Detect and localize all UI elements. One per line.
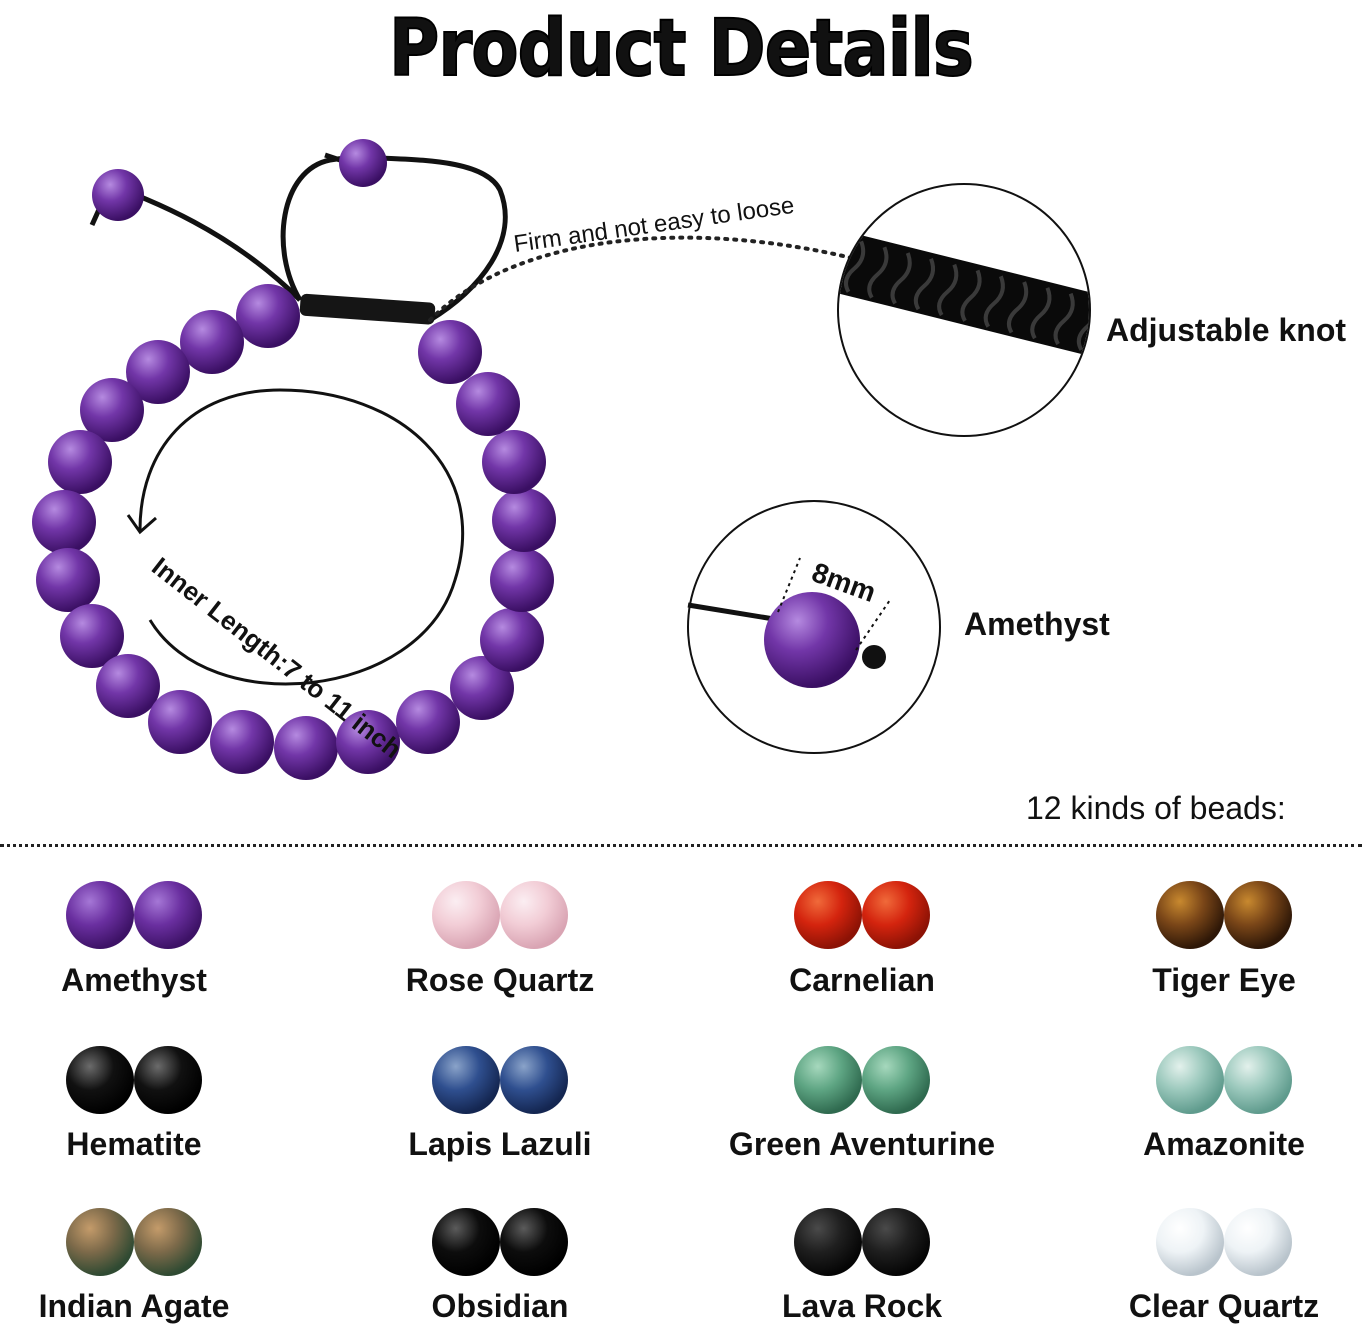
inner-length-arrow: [138, 388, 465, 686]
bead-name-label: Tiger Eye: [1152, 962, 1296, 998]
dotted-divider: [0, 844, 1362, 847]
bracelet-bead: [48, 430, 112, 494]
bracelet-bead: [36, 548, 100, 612]
bead-sample: [134, 1046, 202, 1114]
bead-sample: [432, 1208, 500, 1276]
bracelet-bead: [274, 716, 338, 780]
knot-loop: [1076, 298, 1089, 351]
cord: [324, 152, 341, 163]
bead-sample: [794, 881, 862, 949]
bracelet-bead: [450, 656, 514, 720]
bead-detail: [764, 592, 860, 688]
knot-loop: [867, 246, 889, 299]
bead-name-label: Lava Rock: [781, 1288, 943, 1324]
bracelet-bead: [126, 340, 190, 404]
dotted-connector: [428, 235, 862, 322]
arrow-head: [126, 514, 157, 535]
bracelet-bead: [418, 320, 482, 384]
bead-sample: [1224, 1046, 1292, 1114]
bracelet-bead: [180, 310, 244, 374]
bracelet-bead: [148, 690, 212, 754]
adjustable-knot-label: Adjustable knot: [1106, 312, 1347, 348]
knot-loop: [843, 240, 866, 293]
bracelet-bead: [80, 378, 144, 442]
bead-sample: [66, 1046, 134, 1114]
bead-name-label: Indian Agate: [38, 1288, 230, 1324]
page-title: Product Details: [388, 3, 975, 95]
bracelet-bead: [32, 490, 96, 554]
bracelet-bead: [492, 488, 556, 552]
bead-sample: [862, 1046, 930, 1114]
bracelet-bead: [490, 548, 554, 612]
bead-grid: [66, 881, 1292, 1276]
bracelet-illustration: Inner Length:7 to 11 inch Firm and not e…: [32, 139, 1091, 780]
bead-sample: [862, 1208, 930, 1276]
bead-name-label: Amethyst: [61, 962, 207, 998]
bracelet-bead: [336, 710, 400, 774]
sliding-knot: [299, 293, 436, 325]
bracelet-bead: [60, 604, 124, 668]
bracelet-bead: [456, 372, 520, 436]
bracelet-beads: [32, 284, 556, 780]
bead-name-label: Obsidian: [431, 1288, 569, 1324]
bracelet-bead: [396, 690, 460, 754]
bead-sample: [794, 1046, 862, 1114]
kinds-heading: 12 kinds of beads:: [1026, 790, 1286, 826]
bead-sample: [1156, 1046, 1224, 1114]
knot-loop: [960, 269, 982, 322]
knot-loop: [890, 252, 912, 305]
bracelet-bead: [236, 284, 300, 348]
bead-name-label: Hematite: [66, 1126, 202, 1162]
bead-name-label: Lapis Lazuli: [408, 1126, 592, 1162]
bead-sample: [1156, 1208, 1224, 1276]
bead-name-label: Amazonite: [1143, 1126, 1305, 1162]
bracelet-bead: [210, 710, 274, 774]
end-bead: [92, 169, 144, 221]
cord: [379, 155, 508, 323]
bead-sample: [134, 881, 202, 949]
bead-sample: [66, 881, 134, 949]
bead-sample: [862, 881, 930, 949]
knot-loop: [1030, 287, 1052, 340]
bead-sample: [500, 1046, 568, 1114]
knot-loop: [913, 258, 935, 311]
bracelet-bead: [482, 430, 546, 494]
bead-sample: [432, 881, 500, 949]
knot-loop: [1006, 281, 1029, 334]
bead-sample: [794, 1208, 862, 1276]
bead-sample: [432, 1046, 500, 1114]
bead-sample: [1224, 1208, 1292, 1276]
knot-loop: [983, 275, 1005, 328]
bead-sample: [500, 881, 568, 949]
bead-name-label: Green Aventurine: [728, 1126, 996, 1162]
bead-sample: [66, 1208, 134, 1276]
material-label: Amethyst: [964, 606, 1110, 642]
bead-sample: [1156, 881, 1224, 949]
bead-name-label: Carnelian: [789, 962, 935, 998]
bracelet-bead: [480, 608, 544, 672]
bead-sample: [1224, 881, 1292, 949]
bracelet-bead: [96, 654, 160, 718]
knot-loop: [1053, 292, 1075, 346]
knot-loop: [937, 263, 959, 317]
bead-name-label: Rose Quartz: [405, 962, 595, 998]
bead-sample: [134, 1208, 202, 1276]
bead-name-label: Clear Quartz: [1128, 1288, 1320, 1324]
firm-label: Firm and not easy to loose: [512, 192, 796, 258]
bead-sample: [500, 1208, 568, 1276]
end-bead: [339, 139, 387, 187]
knot-detail: [839, 233, 1089, 357]
